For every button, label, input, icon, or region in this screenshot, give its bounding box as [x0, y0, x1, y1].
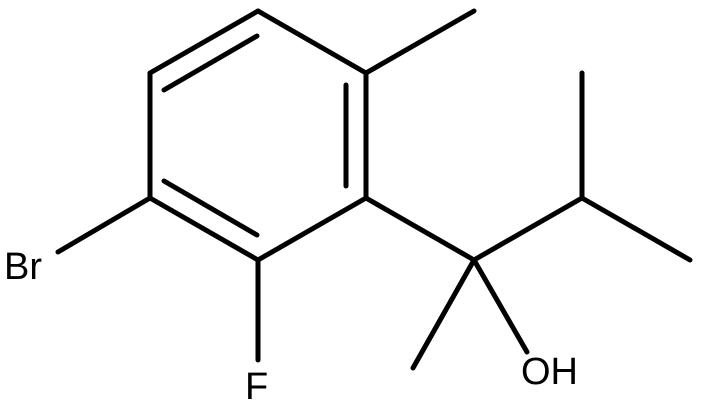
bond-aryl-carbinol: [363, 195, 477, 263]
bond-ring-top-inner: [161, 33, 260, 93]
bond-ring-upper-right: [255, 8, 369, 76]
bond-carbinol-methyl: [410, 257, 477, 371]
atom-label-br: Br: [4, 246, 42, 288]
bond-carbinol-isopropyl: [471, 195, 585, 263]
benzene-ring: [147, 8, 369, 263]
bond-ring-lower-left-inner: [161, 178, 260, 238]
bond-ring-lower-left: [147, 195, 261, 263]
atom-label-f: F: [245, 366, 268, 408]
atom-label-oh: OH: [521, 351, 578, 393]
bond-aryl-methyl: [363, 8, 477, 76]
bond-c-br: [55, 195, 153, 255]
bond-ring-top: [147, 8, 261, 76]
bond-isopropyl-methyl-right: [579, 195, 693, 263]
bond-c-oh: [471, 257, 530, 355]
bond-ring-lower-right: [255, 195, 369, 263]
